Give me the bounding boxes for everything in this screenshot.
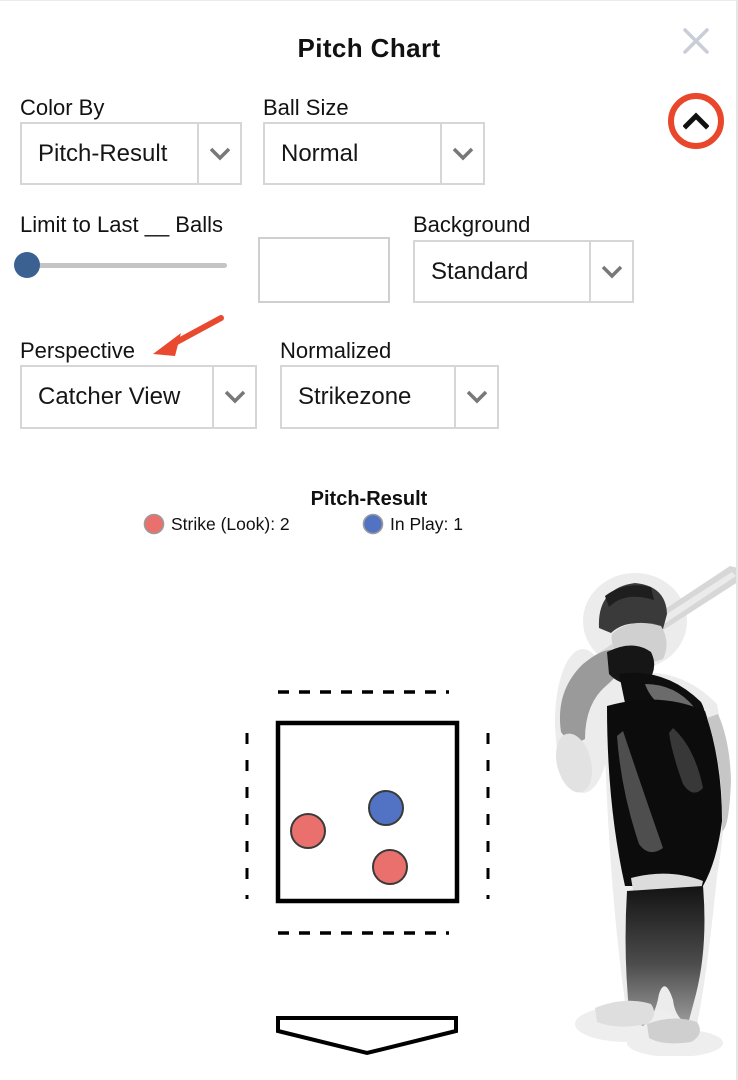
ball-size-value: Normal: [281, 139, 359, 167]
collapse-button[interactable]: [668, 93, 724, 149]
perspective-value: Catcher View: [38, 383, 181, 410]
normalized-select[interactable]: Strikezone: [280, 365, 499, 429]
pitch-balls: [290, 790, 408, 885]
color-by-label: Color By: [20, 95, 105, 120]
background-label: Background: [413, 212, 531, 237]
perspective-label: Perspective: [20, 338, 135, 363]
color-by-value: Pitch-Result: [38, 139, 168, 167]
chevron-down-icon: [197, 124, 240, 183]
legend-label: In Play: 1: [390, 513, 463, 534]
chevron-down-icon: [440, 124, 483, 183]
perspective-select[interactable]: Catcher View: [20, 365, 257, 429]
ball-size-label: Ball Size: [263, 95, 349, 120]
normalized-label: Normalized: [280, 338, 392, 363]
ball-size-select[interactable]: Normal: [263, 122, 485, 185]
legend-item-strike-look: Strike (Look): 2: [143, 513, 290, 535]
chevron-down-icon: [454, 367, 497, 427]
pitch-ball: [290, 813, 326, 849]
background-value: Standard: [431, 257, 529, 285]
color-by-select[interactable]: Pitch-Result: [20, 122, 242, 185]
page-title: Pitch Chart: [297, 33, 441, 63]
pitch-ball: [372, 849, 408, 885]
legend-dot-blue: [362, 513, 384, 535]
limit-label: Limit to Last __ Balls: [20, 212, 223, 237]
limit-slider[interactable]: [14, 252, 227, 278]
legend-item-in-play: In Play: 1: [362, 513, 463, 535]
limit-input[interactable]: [258, 237, 390, 303]
legend-title: Pitch-Result: [310, 488, 428, 510]
pitch-ball: [368, 790, 404, 826]
legend-dot-red: [143, 513, 165, 535]
limit-slider-thumb[interactable]: [14, 252, 40, 278]
strikezone-box: [275, 720, 460, 904]
normalized-value: Strikezone: [298, 383, 412, 410]
background-select[interactable]: Standard: [413, 240, 634, 303]
legend-label: Strike (Look): 2: [171, 513, 290, 534]
chevron-up-icon: [683, 112, 709, 130]
chevron-down-icon: [589, 242, 632, 301]
home-plate: [276, 1016, 458, 1056]
chevron-down-icon: [212, 367, 255, 427]
strikezone-plot: [245, 690, 490, 935]
red-arrow-annotation: [153, 315, 224, 356]
batter-image: [555, 566, 736, 1056]
close-icon[interactable]: [680, 25, 712, 57]
